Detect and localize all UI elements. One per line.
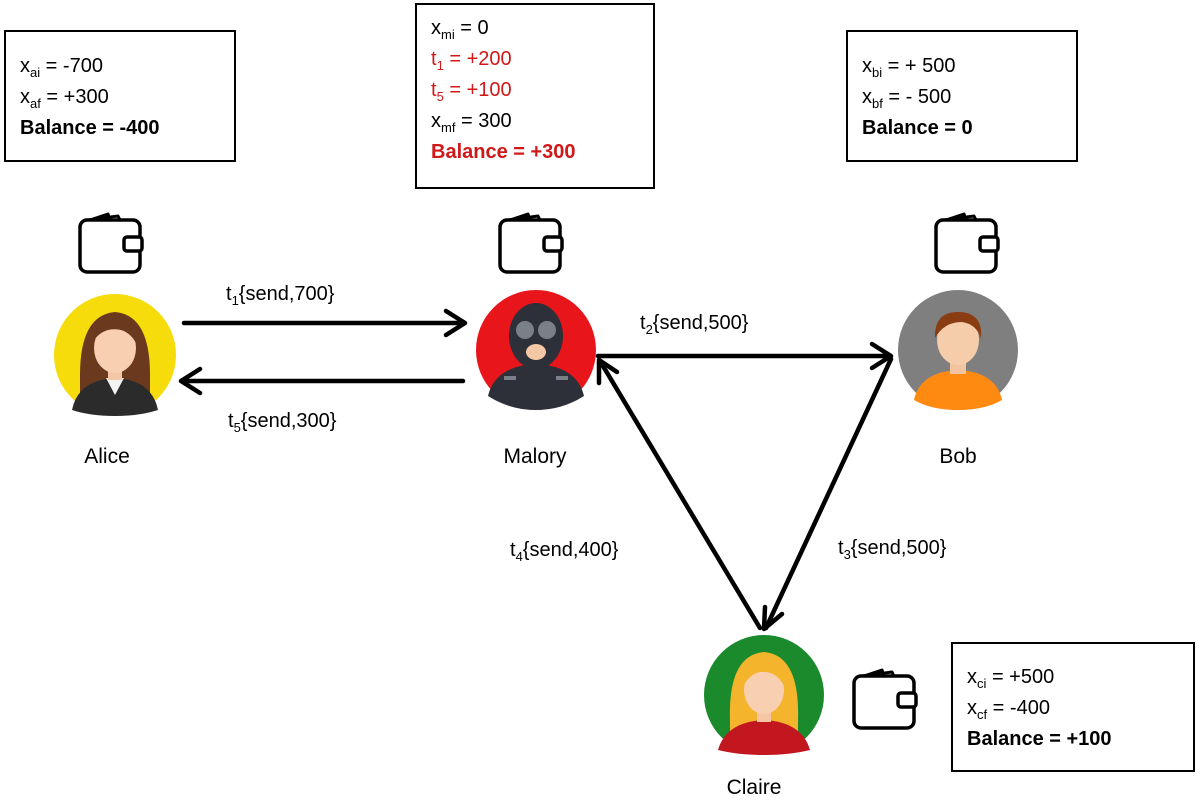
arrow-t1-head [443, 308, 468, 338]
malory-t5-line: t5 = +100 [431, 79, 512, 104]
alice-avatar-icon [54, 294, 176, 416]
claire-wallet-icon [852, 668, 918, 730]
arrow-t3 [763, 356, 894, 631]
claire-name: Claire [726, 776, 782, 799]
t5-label: t5{send,300} [228, 410, 337, 435]
arrow-t4 [597, 358, 763, 631]
arrow-t5-head [178, 366, 203, 396]
alice-name: Alice [84, 445, 130, 468]
arrow-t2-head [869, 341, 894, 371]
claire-info-box: xci = +500 xcf = -400 Balance = +100 [951, 642, 1195, 772]
malory-t1-line: t1 = +200 [431, 48, 512, 73]
malory-final-line: xmf = 300 [431, 110, 512, 135]
t3-label: t3{send,500} [838, 537, 947, 562]
alice-info-box: xai = -700 xaf = +300 Balance = -400 [4, 30, 236, 162]
bob-name: Bob [939, 445, 977, 468]
alice-initial-line: xai = -700 [20, 55, 103, 80]
bob-info-box: xbi = + 500 xbf = - 500 Balance = 0 [846, 30, 1078, 162]
alice-final-line: xaf = +300 [20, 86, 109, 111]
claire-avatar-icon [704, 635, 824, 755]
t4-label: t4{send,400} [510, 539, 619, 564]
t2-label: t2{send,500} [640, 312, 749, 337]
malory-info-box: xmi = 0 t1 = +200 t5 = +100 xmf = 300 Ba… [415, 3, 655, 189]
bob-wallet-icon [934, 212, 1000, 274]
t1-label: t1{send,700} [226, 283, 335, 308]
malory-name: Malory [503, 445, 567, 468]
arrow-t3-head [761, 604, 785, 632]
claire-initial-line: xci = +500 [967, 666, 1055, 691]
bob-avatar-icon [898, 290, 1018, 410]
alice-wallet-icon [78, 212, 144, 274]
bob-initial-line: xbi = + 500 [862, 55, 956, 80]
malory-wallet-icon [498, 212, 564, 274]
bob-balance: Balance = 0 [862, 117, 973, 139]
alice-balance: Balance = -400 [20, 117, 160, 139]
claire-final-line: xcf = -400 [967, 697, 1050, 722]
malory-balance: Balance = +300 [431, 141, 576, 163]
bob-final-line: xbf = - 500 [862, 86, 952, 111]
malory-initial-line: xmi = 0 [431, 17, 489, 42]
arrow-t4-head [596, 357, 620, 386]
malory-avatar-icon [476, 290, 596, 410]
claire-balance: Balance = +100 [967, 728, 1112, 750]
